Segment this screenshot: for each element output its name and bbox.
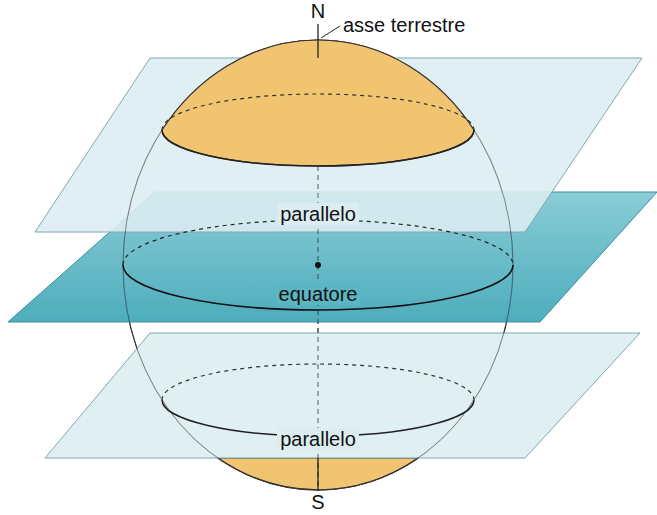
axis xyxy=(317,24,318,58)
axis xyxy=(317,458,318,492)
north-cap xyxy=(162,40,474,166)
earth-center xyxy=(315,262,321,268)
equator-front xyxy=(123,265,513,310)
sphere-outline xyxy=(123,40,513,490)
parallel-back xyxy=(162,364,474,400)
parallel-front xyxy=(162,130,474,166)
leader-line xyxy=(321,26,340,38)
equator-back xyxy=(123,220,513,265)
pole-label: N xyxy=(308,0,328,22)
parallel-label: parallelo xyxy=(277,428,359,450)
axis-label: asse terrestre xyxy=(340,14,468,36)
parallel-plane xyxy=(45,333,640,458)
parallel-back xyxy=(162,94,474,130)
equator-label: equatore xyxy=(276,283,361,305)
parallel-label: parallelo xyxy=(277,203,359,225)
pole-label: S xyxy=(308,491,327,513)
